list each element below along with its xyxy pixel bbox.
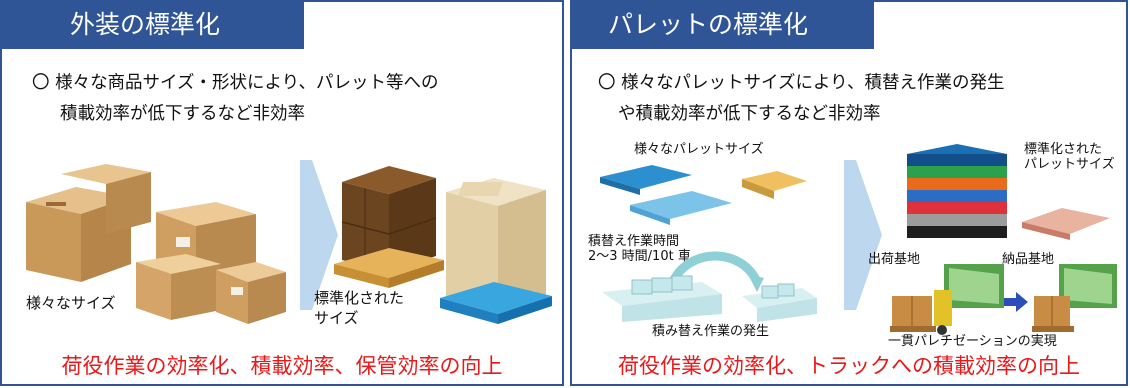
delivery-base-label: 納品基地 xyxy=(1002,252,1055,267)
standard-boxes-pallet-image xyxy=(334,166,552,324)
outcome-text: 荷役作業の効率化、積載効率、保管効率の向上 xyxy=(61,354,503,378)
various-boxes-image xyxy=(26,164,286,324)
right-arrow xyxy=(300,160,338,310)
standard-pallet-label-1: 標準化された xyxy=(1024,142,1103,157)
description-line-1: 〇 様々なパレットサイズにより、積替え作業の発生 xyxy=(598,73,1005,93)
various-pallets-image xyxy=(600,165,807,225)
boxes-right xyxy=(1032,296,1074,332)
palletization-label: 一貫パレチゼーションの実現 xyxy=(888,334,1057,349)
cardboard-box-back xyxy=(61,164,151,234)
various-sizes-label: 様々なサイズ xyxy=(26,294,116,312)
reload-time-label-1: 積替え作業時間 xyxy=(588,234,680,249)
problem-description: 〇 様々な商品サイズ・形状により、パレット等への 積載効率が低下するなど非効率 xyxy=(32,68,439,130)
wooden-pallet-standard xyxy=(1022,208,1110,240)
standard-size-label-2: サイズ xyxy=(314,309,359,327)
standard-pallet-stack-image xyxy=(907,144,1007,238)
wooden-pallet xyxy=(334,248,444,288)
palletization-illustration xyxy=(890,264,1117,335)
wooden-pallet-small xyxy=(742,171,807,199)
light-blue-pallet xyxy=(630,191,732,225)
standard-size-label-1: 標準化された xyxy=(314,289,405,307)
description-line-2: 積載効率が低下するなど非効率 xyxy=(60,104,305,124)
cardboard-box-pile xyxy=(136,202,286,324)
exterior-standardization-panel: 外装の標準化 〇 様々な商品サイズ・形状により、パレット等への 積載効率が低下す… xyxy=(0,0,564,386)
boxes-left xyxy=(890,296,936,332)
description-line-2: や積載効率が低下するなど非効率 xyxy=(618,104,881,124)
beige-box-stack xyxy=(446,178,546,310)
panel-title: パレットの標準化 xyxy=(572,2,874,49)
reload-illustration xyxy=(602,251,817,322)
description-line-1: 〇 様々な商品サイズ・形状により、パレット等への xyxy=(32,73,439,93)
load-left xyxy=(602,275,722,322)
pallet-standardization-panel: パレットの標準化 〇 様々なパレットサイズにより、積替え作業の発生 や積載効率が… xyxy=(570,0,1128,386)
transport-arrow xyxy=(1004,292,1028,312)
problem-description: 〇 様々なパレットサイズにより、積替え作業の発生 や積載効率が低下するなど非効率 xyxy=(598,68,1005,130)
various-pallet-sizes-label: 様々なパレットサイズ xyxy=(634,142,764,157)
right-arrow xyxy=(844,160,882,310)
load-right xyxy=(742,283,817,322)
standard-pallet-label-2: パレットサイズ xyxy=(1024,157,1115,172)
reload-occurrence-label: 積み替え作業の発生 xyxy=(652,324,770,339)
brown-box-stack xyxy=(341,166,437,272)
outcome-text: 荷役作業の効率化、トラックへの積載効率の向上 xyxy=(618,354,1080,378)
blue-plastic-pallet xyxy=(440,282,552,324)
truck-right xyxy=(1059,264,1117,308)
truck-left xyxy=(944,264,1004,308)
blue-pallet-1 xyxy=(600,165,692,195)
panel-title: 外装の標準化 xyxy=(2,2,304,49)
forklift-left xyxy=(934,290,952,335)
shipping-base-label: 出荷基地 xyxy=(868,252,921,267)
reload-time-label-2: 2～3 時間/10t 車 xyxy=(588,249,691,264)
